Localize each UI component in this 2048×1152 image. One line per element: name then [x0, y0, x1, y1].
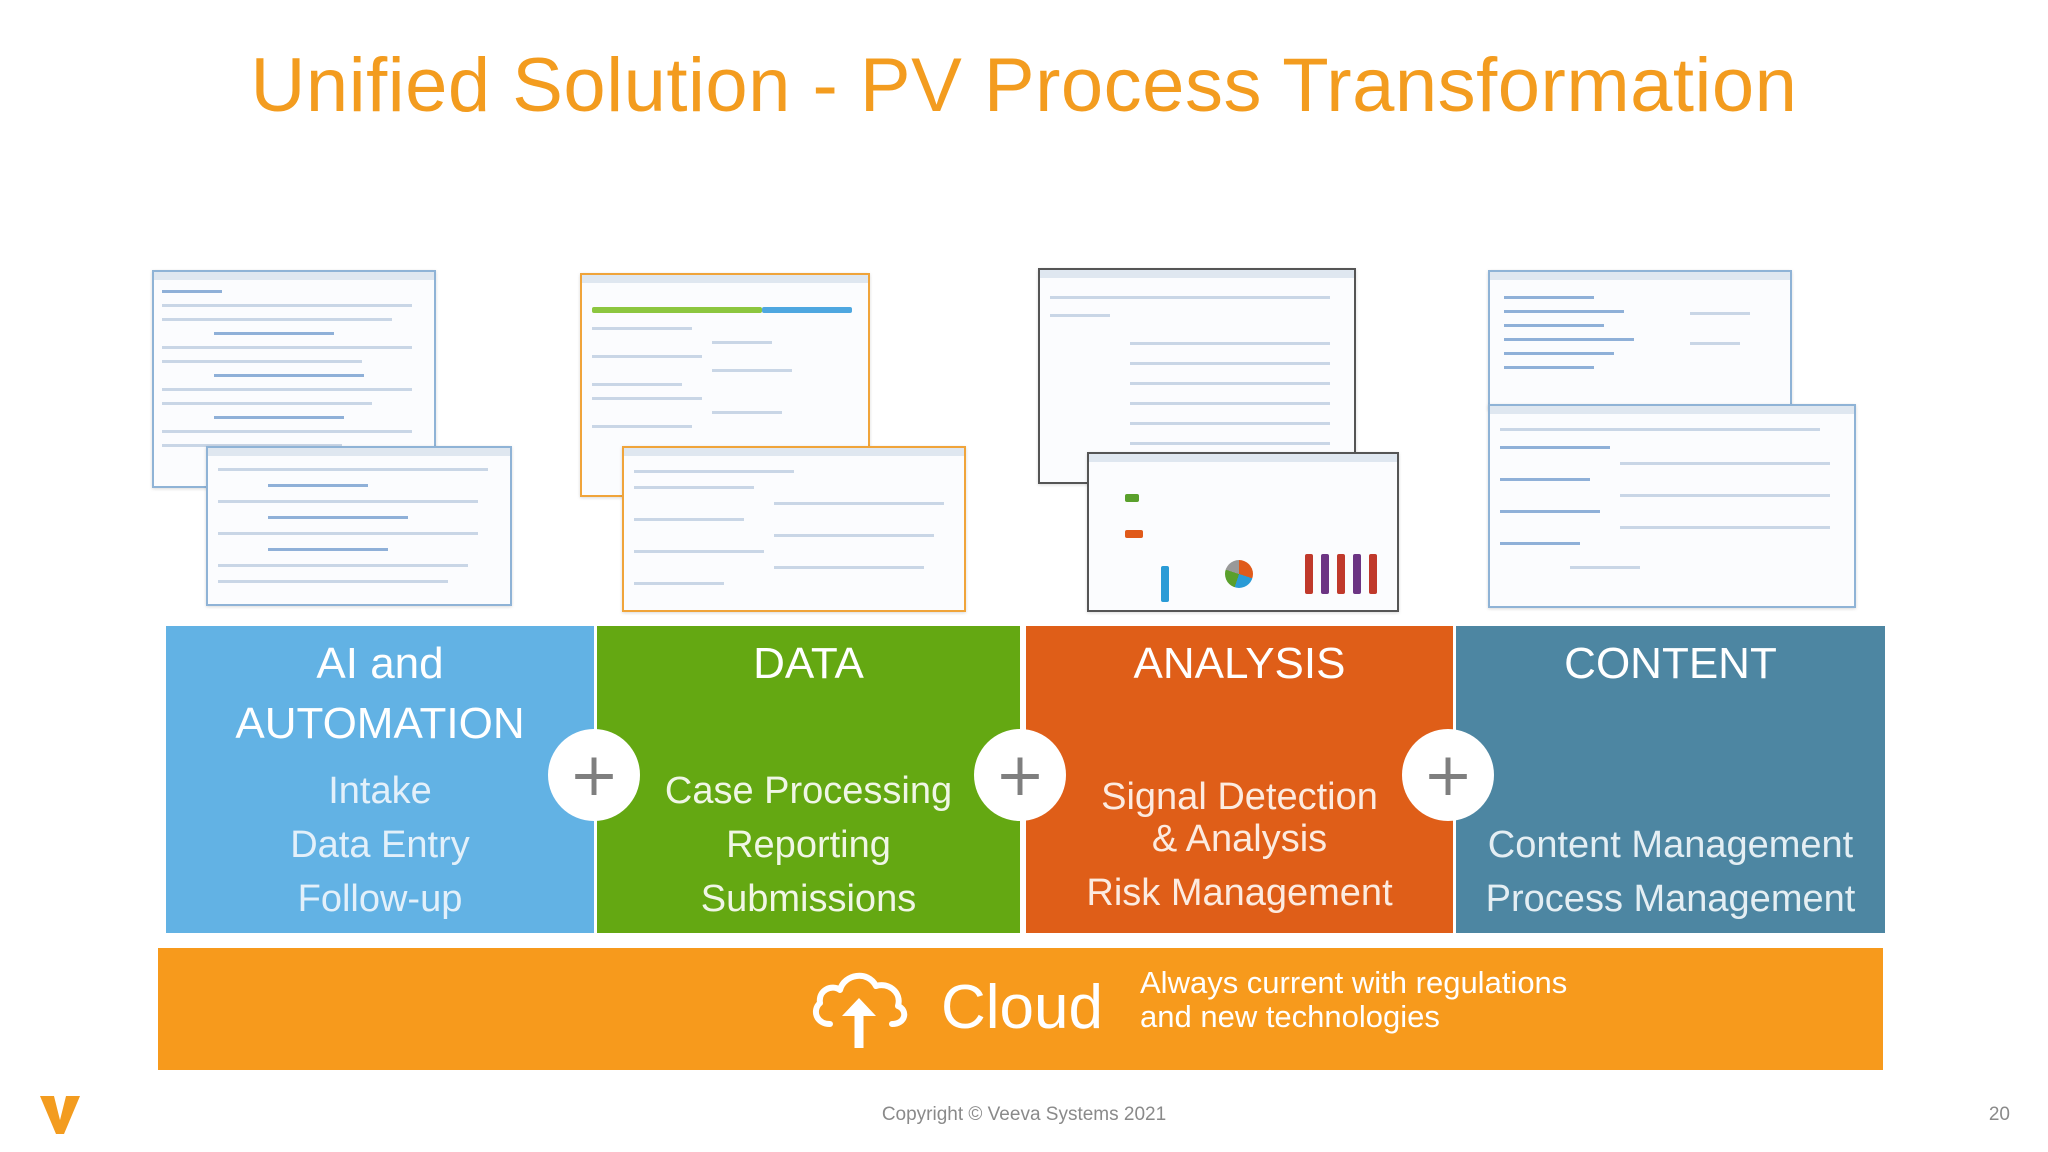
plus-icon: + [974, 729, 1066, 821]
pillar-item: Reporting [726, 824, 891, 866]
pillar-title: DATA [753, 639, 864, 688]
page-number: 20 [1988, 1104, 2010, 1125]
screenshot-data-secondary [622, 446, 966, 612]
cloud-description-line1: Always current with regulations [1140, 965, 1568, 1000]
pillar-item: Process Management [1485, 878, 1856, 920]
pillar-item: & Analysis [1151, 818, 1328, 860]
pillar-item: Intake [328, 770, 432, 812]
pillar-title: AI and AUTOMATION [166, 634, 594, 754]
pillar-title-line2: AUTOMATION [235, 699, 525, 748]
pillar-data: DATA Case Processing Reporting Submissio… [597, 626, 1020, 933]
pillar-items: Signal Detection & Analysis Risk Managem… [1026, 776, 1453, 914]
cloud-label: Cloud [941, 973, 1103, 1042]
screenshot-ai-secondary [206, 446, 512, 606]
plus-icon: + [548, 729, 640, 821]
copyright-text: Copyright © Veeva Systems 2021 [881, 1104, 1167, 1125]
pillar-items: Case Processing Reporting Submissions [597, 764, 1020, 926]
screenshot-analysis-dashboard [1087, 452, 1399, 612]
pillar-content: CONTENT Content Management Process Manag… [1456, 626, 1885, 933]
pillar-item: Follow-up [297, 878, 463, 920]
slide-title: Unified Solution - PV Process Transforma… [250, 43, 1798, 128]
pillar-item: Risk Management [1086, 872, 1393, 914]
pillar-item: Case Processing [664, 770, 953, 812]
cloud-description-line2: and new technologies [1140, 999, 1440, 1034]
pillar-analysis: ANALYSIS Signal Detection & Analysis Ris… [1026, 626, 1453, 933]
pillar-item: Submissions [700, 878, 917, 920]
pillar-item: Content Management [1487, 824, 1854, 866]
pillar-items: Intake Data Entry Follow-up [166, 764, 594, 926]
pillar-title-line1: AI and [316, 639, 444, 688]
screenshot-analysis-main [1038, 268, 1356, 484]
pillar-title: CONTENT [1564, 639, 1777, 688]
pillar-item: Signal Detection [1101, 776, 1378, 818]
pillar-ai-automation: AI and AUTOMATION Intake Data Entry Foll… [166, 626, 594, 933]
cloud-upload-icon [812, 973, 908, 1048]
screenshot-content-main [1488, 270, 1792, 410]
pillar-items: Content Management Process Management [1456, 818, 1885, 926]
pillar-item: Data Entry [290, 824, 470, 866]
screenshot-content-secondary [1488, 404, 1856, 608]
plus-icon: + [1402, 729, 1494, 821]
pillar-title: ANALYSIS [1133, 639, 1346, 688]
cloud-banner: Cloud Always current with regulations an… [158, 948, 1883, 1070]
veeva-logo-icon [40, 1096, 80, 1134]
cloud-description: Always current with regulations and new … [1140, 966, 1567, 1034]
